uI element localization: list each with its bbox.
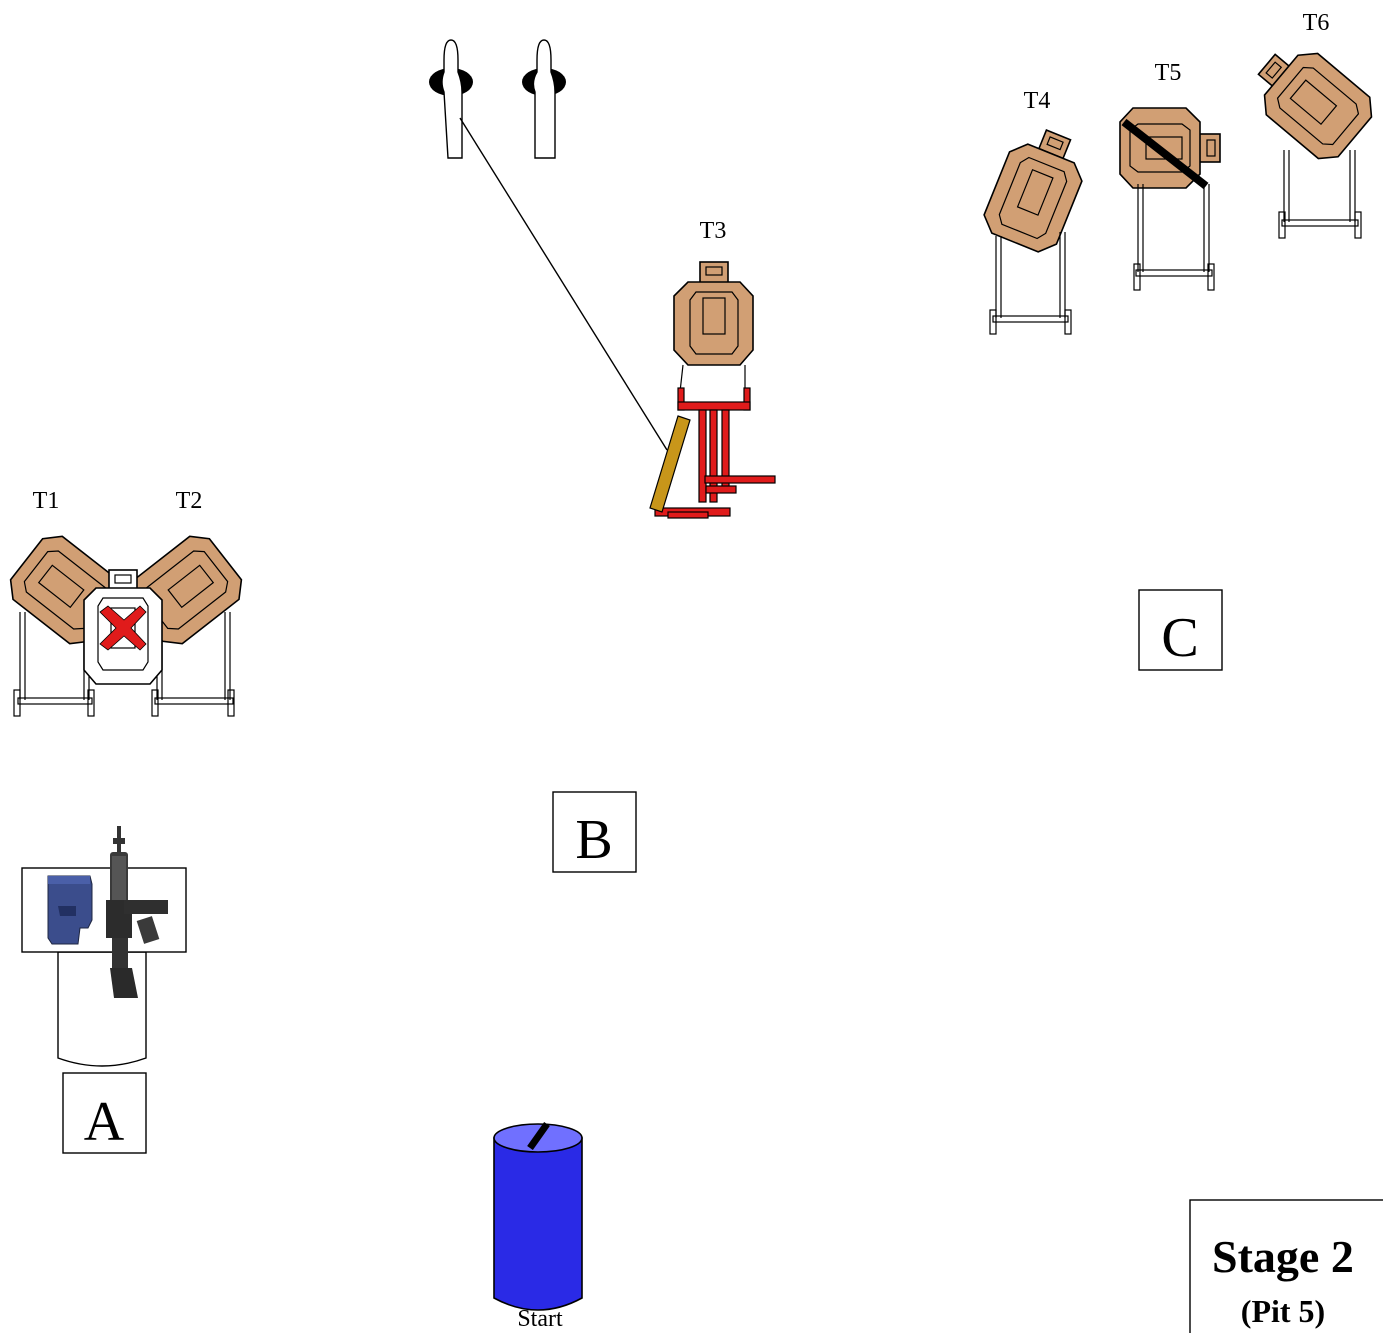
position-b: B <box>552 791 637 873</box>
position-a-table <box>21 826 187 1067</box>
no-shoot-x-icon <box>99 605 147 651</box>
rifle-icon <box>106 826 168 998</box>
popper-2 <box>522 39 566 159</box>
t6-label: T6 <box>1303 10 1330 36</box>
target-t5: T5 <box>1119 60 1221 291</box>
no-shoot-target <box>83 569 163 685</box>
position-a: A <box>62 1072 147 1154</box>
target-t3: T3 <box>649 218 776 519</box>
stage-title-box: Stage 2 (Pit 5) <box>1189 1199 1383 1333</box>
pistol-icon <box>47 875 93 945</box>
activator-stand <box>649 387 776 519</box>
stage-subtitle: (Pit 5) <box>1241 1293 1325 1329</box>
start-barrel: Start <box>493 1121 583 1332</box>
swinger-arm <box>649 415 691 513</box>
t2-label: T2 <box>176 488 203 514</box>
t1-label: T1 <box>33 488 60 514</box>
position-c-label: C <box>1161 607 1198 669</box>
stage-title: Stage 2 <box>1212 1231 1354 1282</box>
t4-label: T4 <box>1024 88 1051 114</box>
popper-pair <box>429 39 668 451</box>
hard-cover-bar <box>1121 118 1209 190</box>
swinger-cable <box>459 117 668 451</box>
t5-label: T5 <box>1155 60 1182 86</box>
target-t4: T4 <box>983 88 1083 335</box>
start-label: Start <box>517 1306 563 1332</box>
target-array-t1-t2: T1 T2 <box>9 488 243 717</box>
t5-stand <box>1133 184 1215 291</box>
position-c: C <box>1138 589 1223 671</box>
t4-stand <box>989 232 1072 335</box>
position-b-label: B <box>575 809 612 871</box>
t3-label: T3 <box>700 218 727 244</box>
target-t6: T6 <box>1257 10 1373 239</box>
t6-stand <box>1278 150 1362 239</box>
start-marker <box>527 1121 550 1151</box>
popper-1 <box>429 39 473 159</box>
position-a-label: A <box>84 1091 125 1153</box>
